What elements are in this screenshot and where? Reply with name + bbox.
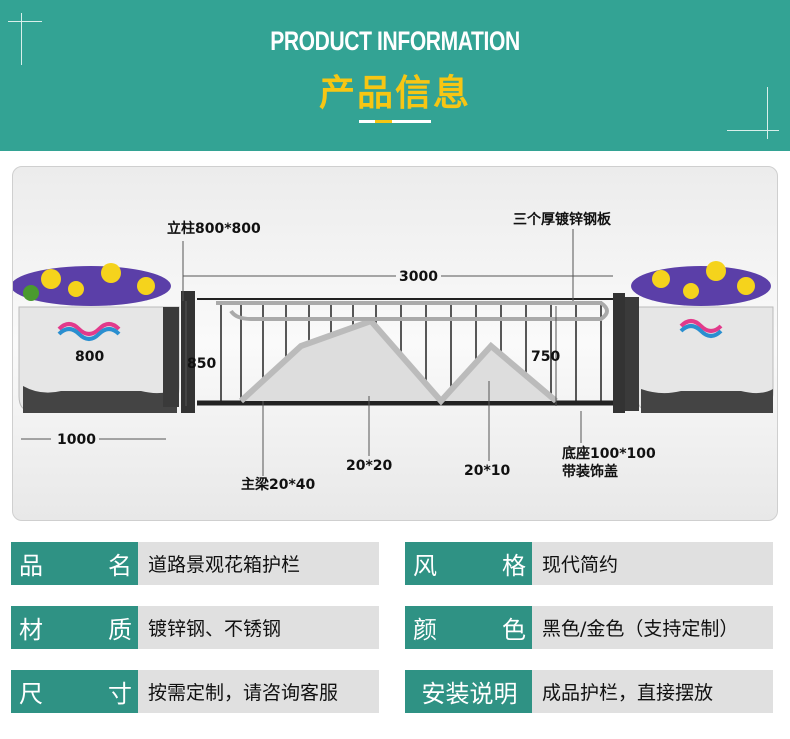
- divider: [392, 120, 431, 123]
- label-char: 色: [502, 616, 526, 644]
- label-char: 颜: [413, 616, 437, 644]
- spec-value: 成品护栏，直接摆放: [532, 670, 773, 713]
- label-base-cap: 带装饰盖: [562, 463, 618, 480]
- label-char: 名: [108, 552, 132, 580]
- spec-label: 尺寸: [11, 670, 138, 713]
- spec-label: 材质: [11, 606, 138, 649]
- label-char: 尺: [19, 680, 43, 708]
- decor-line: [8, 21, 42, 22]
- label-beam: 主梁20*40: [241, 476, 316, 493]
- decor-line: [767, 87, 768, 139]
- guardrail-drawing: 立柱800*800 三个厚镀锌钢板 3000 850 750 800 1000 …: [13, 211, 774, 493]
- label-height-left: 850: [187, 356, 216, 372]
- flower-box-right: [623, 261, 774, 413]
- label-char: 格: [502, 552, 526, 580]
- spec-row-size: 尺寸 按需定制，请咨询客服: [11, 670, 379, 713]
- label-box-height: 800: [75, 349, 104, 365]
- label-base: 底座100*100: [562, 445, 656, 462]
- spec-value: 黑色/金色（支持定制）: [532, 606, 773, 649]
- label-box-width: 1000: [57, 432, 96, 448]
- spec-row-name: 品名 道路景观花箱护栏: [11, 542, 379, 585]
- label-char: 材: [19, 616, 43, 644]
- spec-row-color: 颜色 黑色/金色（支持定制）: [405, 606, 773, 649]
- spec-row-style: 风格 现代简约: [405, 542, 773, 585]
- spec-value: 道路景观花箱护栏: [138, 542, 379, 585]
- spec-row-material: 材质 镀锌钢、不锈钢: [11, 606, 379, 649]
- divider: [359, 120, 375, 123]
- spec-value: 按需定制，请咨询客服: [138, 670, 379, 713]
- label-plates: 三个厚镀锌钢板: [513, 211, 612, 228]
- dimension-lines: [21, 229, 613, 476]
- product-diagram: 立柱800*800 三个厚镀锌钢板 3000 850 750 800 1000 …: [12, 166, 778, 521]
- spec-label: 风格: [405, 542, 532, 585]
- spec-label: 安装说明: [405, 670, 532, 713]
- decor-line: [727, 130, 779, 131]
- spec-label: 颜色: [405, 606, 532, 649]
- title-cn: 产品信息: [318, 73, 471, 114]
- label-length: 3000: [399, 269, 438, 285]
- label-mid: 20*20: [346, 458, 393, 474]
- label-height-right: 750: [531, 349, 560, 365]
- spec-value: 现代简约: [532, 542, 773, 585]
- divider-accent: [375, 120, 392, 123]
- title-en: PRODUCT INFORMATION: [270, 26, 520, 56]
- label-char: 质: [108, 616, 132, 644]
- spec-value: 镀锌钢、不锈钢: [138, 606, 379, 649]
- fence: [181, 291, 625, 413]
- spec-label: 品名: [11, 542, 138, 585]
- header-banner: PRODUCT INFORMATION 产品信息: [0, 0, 790, 151]
- label-text: 安装说明: [421, 680, 518, 708]
- label-char: 风: [413, 552, 437, 580]
- label-char: 寸: [108, 680, 132, 708]
- label-bar: 20*10: [464, 463, 511, 479]
- decor-line: [21, 13, 22, 65]
- label-char: 品: [19, 552, 43, 580]
- spec-row-install: 安装说明 成品护栏，直接摆放: [405, 670, 773, 713]
- label-post: 立柱800*800: [167, 220, 261, 237]
- flower-box-left: [13, 263, 180, 413]
